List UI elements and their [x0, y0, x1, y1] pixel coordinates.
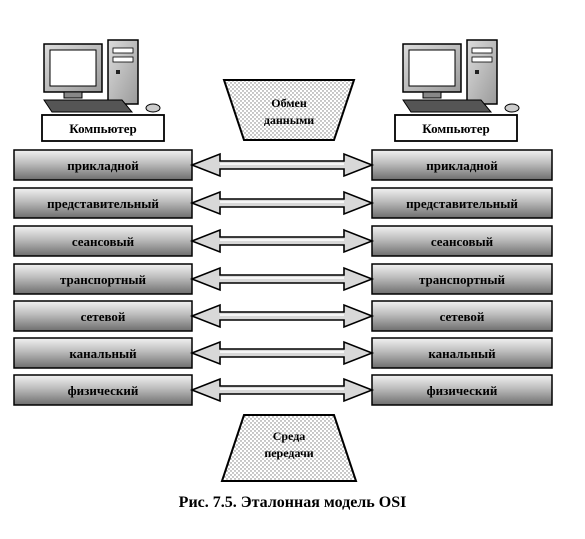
data-exchange-line2: данными	[264, 113, 314, 127]
left-layer: физический	[13, 374, 193, 406]
left-layer-label: сеансовый	[72, 234, 135, 249]
left-layer: представительный	[13, 187, 193, 219]
data-exchange-shape: Обмен данными	[222, 79, 356, 141]
right-computer-icon	[402, 39, 520, 113]
left-layer-label: транспортный	[60, 272, 147, 287]
figure-caption: Рис. 7.5. Эталонная модель OSI	[178, 494, 407, 511]
left-computer-icon	[43, 39, 161, 113]
double-arrow-icon	[189, 303, 375, 329]
left-layer: канальный	[13, 337, 193, 369]
left-layer-stack: прикладной представительный сеансовый тр…	[13, 149, 193, 406]
transmission-medium-shape: Среда передачи	[220, 414, 358, 482]
peer-arrows	[189, 152, 375, 403]
data-exchange-line1: Обмен	[271, 96, 307, 110]
transmission-medium-line1: Среда	[273, 429, 306, 443]
left-layer-label: физический	[68, 383, 139, 398]
right-layer-label: сетевой	[440, 309, 485, 324]
right-layer-label: сеансовый	[431, 234, 494, 249]
double-arrow-icon	[189, 152, 375, 178]
right-layer: прикладной	[371, 149, 553, 181]
right-layer-label: представительный	[406, 196, 518, 211]
right-layer: сеансовый	[371, 225, 553, 257]
left-layer: сеансовый	[13, 225, 193, 257]
left-layer-label: представительный	[47, 196, 159, 211]
left-layer-label: сетевой	[81, 309, 126, 324]
right-layer-stack: прикладной представительный сеансовый тр…	[371, 149, 553, 406]
right-computer-label: Компьютер	[422, 121, 489, 136]
transmission-medium-line2: передачи	[264, 446, 313, 460]
left-layer-label: прикладной	[67, 158, 139, 173]
left-layer: сетевой	[13, 300, 193, 332]
right-layer-label: физический	[427, 383, 498, 398]
left-layer: прикладной	[13, 149, 193, 181]
right-layer: сетевой	[371, 300, 553, 332]
right-computer-label-box: Компьютер	[394, 114, 518, 142]
right-layer-label: прикладной	[426, 158, 498, 173]
double-arrow-icon	[189, 266, 375, 292]
double-arrow-icon	[189, 377, 375, 403]
left-computer-label: Компьютер	[69, 121, 136, 136]
double-arrow-icon	[189, 228, 375, 254]
right-layer: представительный	[371, 187, 553, 219]
left-layer: транспортный	[13, 263, 193, 295]
double-arrow-icon	[189, 190, 375, 216]
right-layer: канальный	[371, 337, 553, 369]
right-layer: транспортный	[371, 263, 553, 295]
right-layer: физический	[371, 374, 553, 406]
left-layer-label: канальный	[69, 346, 137, 361]
right-layer-label: канальный	[428, 346, 496, 361]
right-layer-label: транспортный	[419, 272, 506, 287]
left-computer-label-box: Компьютер	[41, 114, 165, 142]
double-arrow-icon	[189, 340, 375, 366]
